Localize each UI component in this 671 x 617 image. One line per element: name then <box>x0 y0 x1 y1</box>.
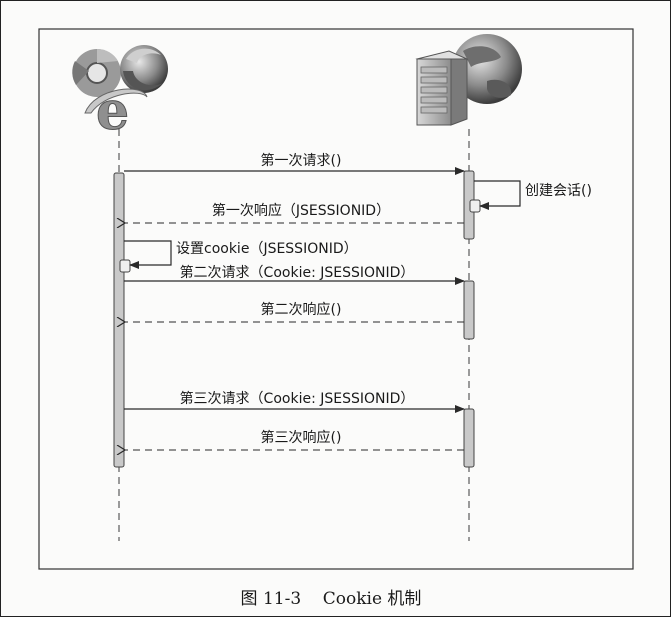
server-activation-3 <box>463 408 475 468</box>
create-session-label: 创建会话() <box>525 183 592 199</box>
firefox-icon <box>120 45 168 93</box>
server-icons <box>415 34 522 126</box>
server-self-activation <box>469 199 481 213</box>
third-request-label: 第三次请求（Cookie: JSESSIONID） <box>180 390 415 407</box>
set-cookie-arrow <box>124 240 172 269</box>
diagram-frame <box>38 28 634 570</box>
second-response-label: 第二次响应() <box>261 301 342 318</box>
browser-icons: e <box>72 45 168 143</box>
chrome-icon <box>72 48 121 97</box>
first-response-label: 第一次响应（JSESSIONID） <box>212 202 390 219</box>
browser-activation <box>113 172 125 468</box>
figure-caption: 图 11-3 Cookie 机制 <box>241 589 422 609</box>
server-activation-2 <box>463 280 475 340</box>
internet-explorer-icon: e <box>84 81 148 143</box>
server-tower-icon <box>415 50 469 126</box>
first-request-label: 第一次请求() <box>261 152 342 169</box>
browser-self-activation <box>119 259 131 273</box>
globe-icon <box>452 34 522 104</box>
second-request-label: 第二次请求（Cookie: JSESSIONID） <box>180 264 415 281</box>
create-session-arrow <box>474 180 521 210</box>
set-cookie-label: 设置cookie（JSESSIONID） <box>176 241 358 257</box>
third-response-label: 第三次响应() <box>261 429 342 446</box>
